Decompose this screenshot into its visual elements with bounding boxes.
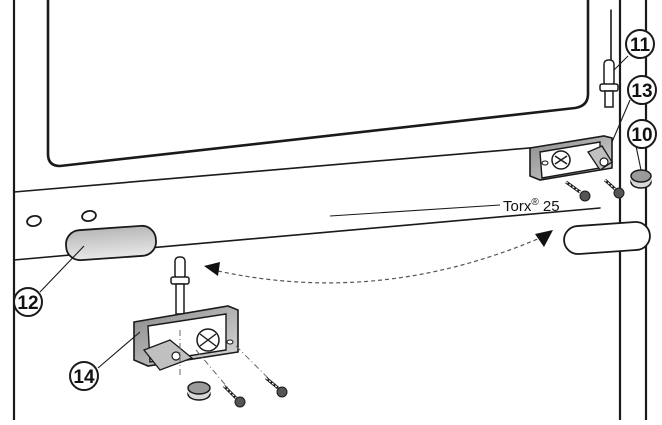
torx-label-size: 25 (539, 198, 560, 215)
relocation-arrow (204, 230, 553, 284)
leader-lines (39, 55, 642, 369)
callout-10: 10 (627, 119, 657, 149)
callout-10-label: 10 (631, 125, 652, 146)
handle-recess-empty (563, 221, 651, 255)
hinge-cap-upper (630, 169, 652, 189)
torx-label-prefix: Torx (503, 198, 532, 215)
hinge-plate-lower (133, 305, 239, 371)
callout-11: 11 (625, 29, 655, 59)
lower-hinge-assembly (133, 256, 288, 408)
torx-label-registered: ® (531, 197, 539, 208)
callout-12: 12 (13, 287, 43, 317)
handle-recess-filled (65, 224, 157, 262)
torx-label: Torx® 25 (503, 197, 560, 215)
callout-13: 13 (627, 75, 657, 105)
hinge-plate-upper (529, 135, 613, 181)
screws-upper (565, 178, 625, 202)
callout-13-label: 13 (631, 81, 652, 102)
upper-hinge-assembly (529, 59, 652, 202)
callout-11-label: 11 (630, 35, 651, 56)
arrowhead-left (204, 262, 220, 276)
callout-14-label: 14 (73, 367, 95, 388)
callout-14: 14 (69, 361, 99, 391)
arrowhead-right (535, 230, 553, 247)
vent-slots (26, 209, 97, 228)
hinge-pin-lower (170, 256, 190, 315)
screw-guide-lines (179, 330, 271, 389)
door-window-panel (46, 0, 590, 168)
hinge-cap-lower (187, 381, 211, 401)
callout-12-label: 12 (17, 293, 38, 314)
hinge-pin-upper (599, 59, 619, 108)
screws-lower (222, 376, 288, 408)
